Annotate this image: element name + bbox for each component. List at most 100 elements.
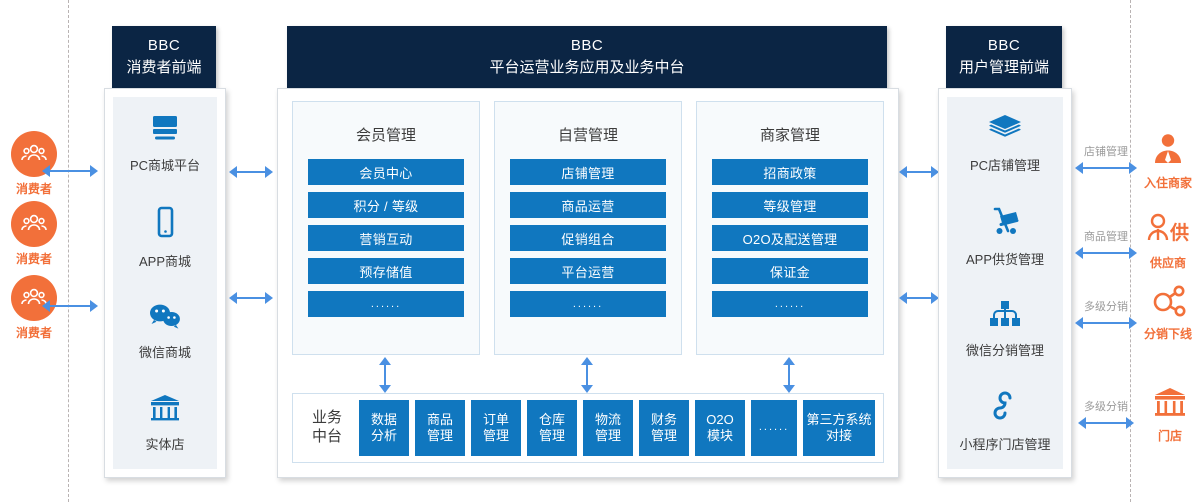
card-item[interactable]: 积分 / 等级 [308, 192, 464, 218]
card-title: 会员管理 [355, 127, 416, 144]
channel-wechat-mall[interactable]: 微信商城 [139, 302, 191, 361]
actor-supplier: 供 供应商 [1139, 212, 1197, 271]
arrow-center-to-right-bottom [899, 292, 939, 304]
module-product-management[interactable]: 商品 管理 [415, 400, 465, 456]
module-data-analysis[interactable]: 数据 分析 [359, 400, 409, 456]
module-third-party-integration[interactable]: 第三方系统 对接 [803, 400, 875, 456]
channel-label: 微信商城 [138, 344, 191, 360]
supplier-icon: 供 [1145, 212, 1191, 251]
card-item-more[interactable]: ...... [510, 291, 666, 317]
module-app-supply-management[interactable]: APP供货管理 [966, 205, 1044, 268]
left-column-header: BBC 消费者前端 [112, 26, 216, 88]
card-item[interactable]: 招商政策 [712, 159, 868, 185]
right-column-header: BBC 用户管理前端 [946, 26, 1062, 88]
business-middle-platform-row: 业务 中台 数据 分析 商品 管理 订单 管理 仓库 管理 物流 管理 [292, 393, 884, 463]
module-line1: O2O [706, 411, 734, 427]
hand-truck-icon [987, 205, 1023, 242]
share-network-icon [1149, 285, 1187, 322]
module-o2o[interactable]: O2O 模块 [695, 400, 745, 456]
channel-physical-store[interactable]: 实体店 [145, 392, 185, 453]
actor-merchant: 入住商家 [1139, 132, 1197, 191]
card-item[interactable]: O2O及配送管理 [712, 225, 868, 251]
card-item[interactable]: 平台运营 [510, 258, 666, 284]
center-header-line1: BBC [570, 37, 604, 55]
actor-label: 消费者 [15, 326, 52, 340]
center-header-line2: 平台运营业务应用及业务中台 [489, 59, 685, 76]
module-wechat-distribution-management[interactable]: 微信分销管理 [966, 300, 1044, 359]
card-item[interactable]: 会员中心 [308, 159, 464, 185]
right-header-line2: 用户管理前端 [958, 59, 1049, 76]
right-header-line1: BBC [987, 37, 1021, 55]
module-pc-shop-management[interactable]: PC店铺管理 [970, 113, 1040, 174]
module-line1: 第三方系统 [806, 411, 872, 427]
module-line2: 管理 [538, 428, 565, 443]
arrow-left-to-center-bottom [229, 292, 273, 304]
arrow-card1-to-midplatform [379, 357, 391, 393]
card-item-more[interactable]: ...... [712, 291, 868, 317]
relation-label-multilevel-distribution-2: 多级分销 [1084, 401, 1128, 413]
card-item-more[interactable]: ...... [308, 291, 464, 317]
module-line2: 对接 [825, 428, 852, 443]
card-merchant-management: 商家管理 招商政策 等级管理 O2O及配送管理 保证金 ...... [696, 101, 884, 355]
module-line2: 模块 [706, 428, 733, 443]
module-line2: 管理 [426, 428, 453, 443]
module-miniprogram-store-management[interactable]: 小程序门店管理 [959, 390, 1051, 453]
actor-label: 入住商家 [1143, 176, 1192, 190]
right-column-panel: PC店铺管理 APP供货管理 [938, 88, 1072, 478]
module-line1: ...... [758, 421, 790, 434]
layers-icon [986, 113, 1024, 148]
center-header: BBC 平台运营业务应用及业务中台 [287, 26, 887, 88]
consumers-group-icon [11, 201, 57, 247]
shop-icon [1150, 385, 1190, 424]
channel-label: 实体店 [145, 437, 185, 453]
channel-app-mall[interactable]: APP商城 [139, 205, 191, 270]
left-header-line2: 消费者前端 [126, 59, 202, 76]
storefront-icon [147, 392, 183, 427]
right-column-items: PC店铺管理 APP供货管理 [947, 97, 1063, 469]
module-logistics-management[interactable]: 物流 管理 [583, 400, 633, 456]
card-item[interactable]: 商品运营 [510, 192, 666, 218]
arrow-consumer3-to-frontend [42, 300, 98, 312]
actor-label: 分销下线 [1143, 327, 1192, 341]
card-item[interactable]: 等级管理 [712, 192, 868, 218]
desktop-store-icon [148, 113, 182, 148]
module-warehouse-management[interactable]: 仓库 管理 [527, 400, 577, 456]
module-line1: 订单 [482, 411, 509, 427]
arrow-center-to-right-top [899, 166, 939, 178]
module-line2: 管理 [594, 428, 621, 443]
merchant-person-icon [1151, 132, 1185, 171]
card-item[interactable]: 店铺管理 [510, 159, 666, 185]
card-item[interactable]: 促销组合 [510, 225, 666, 251]
left-column-items: PC商城平台 APP商城 [113, 97, 217, 469]
actor-store: 门店 [1142, 385, 1198, 444]
module-label: APP供货管理 [965, 252, 1044, 268]
module-finance-management[interactable]: 财务 管理 [639, 400, 689, 456]
svg-text:供: 供 [1169, 221, 1189, 244]
midrow-label: 业务 中台 [305, 409, 349, 447]
arrow-right-to-supplier [1075, 247, 1137, 259]
actor-label: 消费者 [15, 252, 52, 266]
midrow-label-line1: 业务 [311, 409, 342, 427]
module-more[interactable]: ...... [751, 400, 797, 456]
card-title: 商家管理 [759, 127, 820, 144]
module-line1: 财务 [650, 411, 677, 427]
module-label: 微信分销管理 [965, 342, 1044, 358]
card-item[interactable]: 营销互动 [308, 225, 464, 251]
org-chart-icon [987, 300, 1023, 333]
card-self-operated-management: 自营管理 店铺管理 商品运营 促销组合 平台运营 ...... [494, 101, 682, 355]
actor-consumer-3: 消费者 [3, 275, 65, 341]
channel-label: PC商城平台 [129, 157, 201, 173]
module-line1: 仓库 [538, 411, 565, 427]
consumers-group-icon [11, 275, 57, 321]
module-order-management[interactable]: 订单 管理 [471, 400, 521, 456]
card-item[interactable]: 保证金 [712, 258, 868, 284]
arrow-right-to-store [1078, 417, 1134, 429]
channel-pc-mall[interactable]: PC商城平台 [130, 113, 200, 174]
module-line1: 物流 [594, 411, 621, 427]
relation-label-multilevel-distribution-1: 多级分销 [1084, 301, 1128, 313]
arrow-consumer1-to-frontend [42, 165, 98, 177]
card-item[interactable]: 预存储值 [308, 258, 464, 284]
midrow-label-line2: 中台 [311, 428, 342, 445]
card-member-management: 会员管理 会员中心 积分 / 等级 营销互动 预存储值 ...... [292, 101, 480, 355]
